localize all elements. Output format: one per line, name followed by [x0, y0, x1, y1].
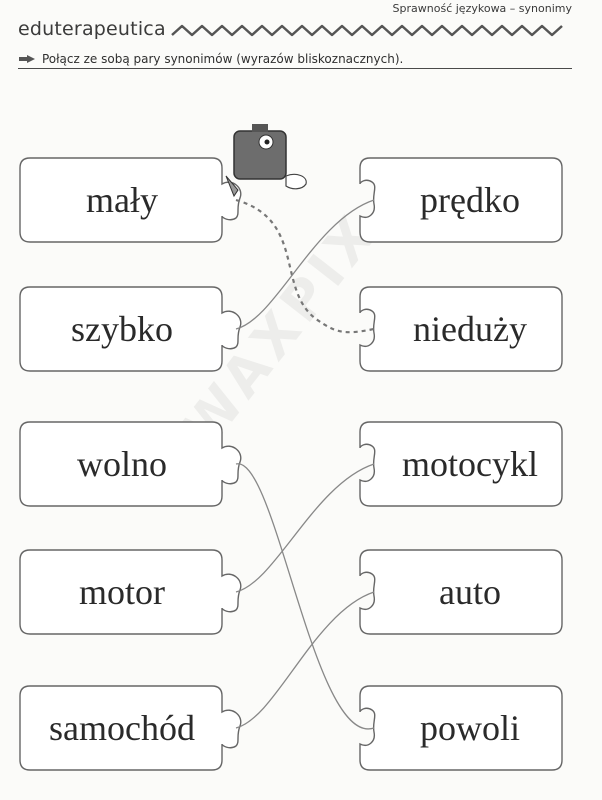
connection-line: [235, 463, 375, 593]
right-puzzle-piece: [359, 685, 563, 771]
right-word: motocykl: [402, 444, 538, 484]
left-word: samochód: [49, 708, 195, 748]
robot-top: [252, 124, 268, 132]
left-word: szybko: [71, 309, 173, 349]
right-word: nieduży: [413, 309, 527, 349]
header-rule: [18, 68, 572, 69]
connection-line: [235, 463, 375, 730]
instruction-text: Połącz ze sobą pary synonimów (wyrazów b…: [42, 52, 404, 66]
section-title: Sprawność językowa – synonimy: [392, 2, 572, 15]
left-puzzle-piece: [19, 157, 242, 243]
pencil-icon: [225, 175, 239, 198]
brand-title: eduterapeutica: [18, 18, 166, 40]
robot-pupil: [264, 139, 270, 145]
right-puzzle-piece: [359, 286, 563, 372]
left-puzzle-piece: [19, 549, 242, 635]
right-puzzle-piece: [359, 549, 563, 635]
instruction-row: Połącz ze sobą pary synonimów (wyrazów b…: [18, 52, 403, 66]
pointing-hand-icon: [285, 173, 307, 190]
pointing-hand-icon: [19, 55, 35, 63]
left-word: motor: [79, 572, 165, 612]
left-word: wolno: [77, 444, 167, 484]
left-puzzle-piece: [19, 421, 242, 507]
right-puzzle-piece: [359, 421, 563, 507]
robot-mascot-icon: [225, 124, 307, 198]
connection-line: [235, 198, 375, 334]
right-puzzle-piece: [359, 157, 563, 243]
right-word: auto: [439, 572, 501, 612]
connection-line: [235, 199, 375, 330]
left-puzzle-piece: [19, 286, 242, 372]
right-word: powoli: [419, 708, 520, 748]
left-word: mały: [86, 180, 158, 220]
connection-line: [235, 591, 375, 729]
left-puzzle-piece: [19, 685, 242, 771]
zigzag-border-icon: [171, 24, 563, 37]
right-word: prędko: [420, 180, 520, 220]
